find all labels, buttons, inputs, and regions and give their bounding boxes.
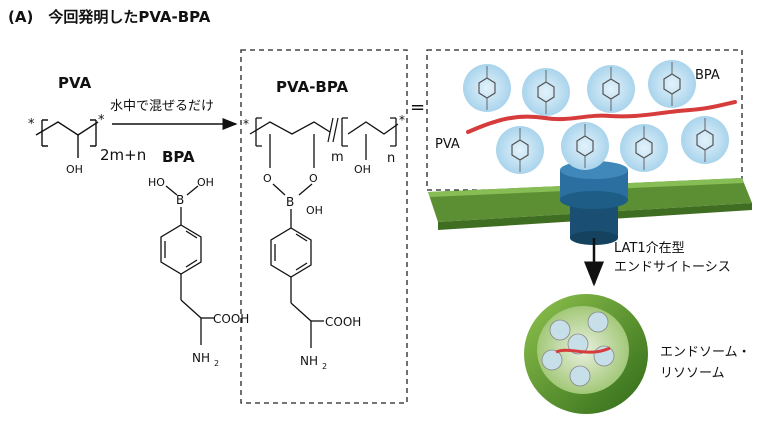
bpa-nh-subscript: 2: [214, 359, 219, 368]
bpa-molecule: [620, 124, 668, 172]
endosome-label-line1: エンドソーム・: [660, 345, 751, 360]
bpa-oh: OH: [197, 176, 214, 189]
pva-structure: PVA * * 2m+n OH: [28, 74, 146, 176]
illustration-pva-label: PVA: [435, 137, 460, 152]
endosome-label-line2: リソソーム: [660, 366, 725, 381]
bpa-molecule: [561, 122, 609, 170]
pva-bpa-o2: O: [309, 172, 318, 185]
bpa-molecule: [463, 64, 511, 112]
illustration-bpa-label: BPA: [695, 68, 720, 83]
pva-oh: OH: [66, 163, 83, 176]
pva-bpa-star-right: *: [399, 113, 405, 127]
pva-bpa-structure: PVA-BPA * * m n OH O O B OH COOH NH: [243, 78, 405, 371]
pva-star-left: *: [28, 117, 35, 132]
lat1-transporter: [560, 161, 628, 245]
bpa-boron: B: [176, 193, 184, 207]
pva-bpa-chain-oh: OH: [354, 163, 371, 176]
bpa-nh: NH: [192, 351, 210, 365]
pva-bpa-boron-oh: OH: [306, 204, 323, 217]
bpa-label: BPA: [162, 148, 195, 166]
pva-bpa-o1: O: [263, 172, 272, 185]
pva-bpa-m: m: [331, 150, 344, 165]
pva-bpa-star-left: *: [243, 117, 249, 131]
bpa-structure: BPA HO OH B COOH NH 2: [148, 148, 249, 368]
pva-label: PVA: [58, 74, 92, 92]
pva-subscript: 2m+n: [100, 146, 146, 164]
lat1-label-line1: LAT1介在型: [614, 241, 685, 256]
bpa-ho: HO: [148, 176, 165, 189]
bpa-cooh: COOH: [213, 312, 249, 326]
bpa-molecule: [681, 116, 729, 164]
pva-bpa-dashed-box: [240, 49, 408, 404]
bpa-molecule: [648, 60, 696, 108]
pva-bpa-nh: NH: [300, 354, 318, 368]
bpa-molecule: [522, 68, 570, 116]
lat1-label-line2: エンドサイトーシス: [614, 260, 731, 275]
mixing-arrow-label: 水中で混ぜるだけ: [110, 99, 214, 114]
endosome: [524, 294, 648, 414]
pva-bpa-boron: B: [286, 195, 294, 209]
bpa-molecules: [463, 60, 729, 174]
bpa-molecule: [587, 65, 635, 113]
pva-bpa-cooh: COOH: [325, 315, 361, 329]
figure-title: (A) 今回発明したPVA-BPA: [8, 8, 211, 26]
pva-chain: [466, 100, 737, 134]
pva-bpa-label: PVA-BPA: [276, 78, 348, 96]
equals-sign: =: [410, 97, 425, 118]
pva-bpa-n: n: [387, 151, 395, 166]
pva-bpa-nh-subscript: 2: [322, 362, 327, 371]
pva-star-right: *: [98, 113, 105, 128]
bpa-molecule: [496, 126, 544, 174]
